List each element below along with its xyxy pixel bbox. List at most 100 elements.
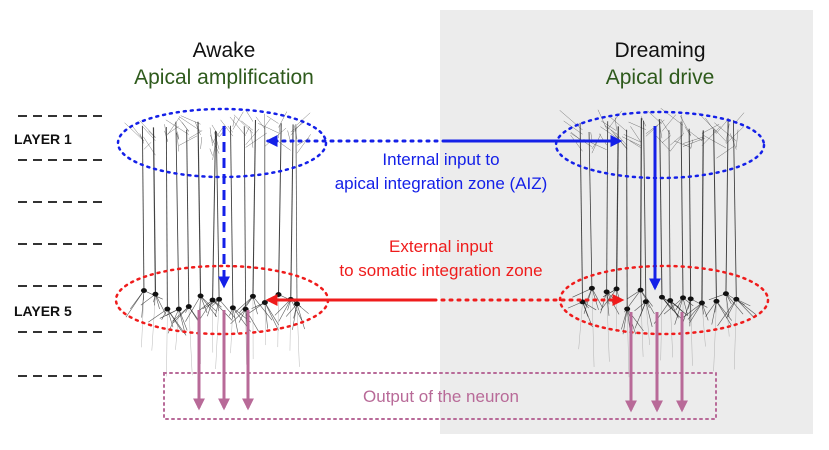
neuron-basal [296,303,305,330]
neuron-basal [701,302,709,321]
neuron-tuft [245,128,260,145]
neuron-tuft [176,133,180,152]
neuron-trunk [141,125,145,291]
neuron-tuft [629,140,641,148]
neuron-tuft [212,144,216,161]
neuron-basal [645,301,653,327]
neuron-basal [584,288,593,306]
neuron-tuft [674,140,691,148]
neuron-basal [212,299,233,321]
neuron-basal [178,308,186,335]
neuron-axon [713,301,717,372]
neuron-trunk [212,130,217,301]
neuron-soma [216,296,223,302]
neuron-basal [639,301,647,317]
neuron-tuft [264,127,287,147]
neuron-axon [230,307,234,354]
neuron-basal [736,299,755,319]
neuron-axon [141,290,145,348]
neuron-tuft [139,120,156,138]
neuron-tuft [165,119,189,135]
neuron-tuft [220,119,234,137]
neuron-tuft [701,126,721,146]
neuron-tuft [294,125,298,140]
neuron-soma [722,291,729,297]
neuron-trunk [186,129,190,307]
neuron-tuft [178,135,198,146]
neuron-soma [624,306,631,312]
neuron-basal [622,308,628,335]
neuron-basal [167,308,183,332]
neuron-basal [674,297,684,325]
neuron-trunk [230,125,234,308]
neuron-soma [197,293,204,299]
neuron-tuft [272,137,291,151]
neuron-basal [687,302,703,320]
neuron-tuft [181,122,189,132]
neuron-basal [682,297,689,316]
neuron-tuft [143,136,156,156]
neuron-basal [207,299,213,317]
neuron-axon [660,297,663,361]
neuron-cluster-dreaming [559,108,757,378]
neuron-tuft [264,113,266,127]
neuron-soma [164,306,171,312]
neuron-trunk [606,121,609,292]
neuron-tuft [714,122,737,142]
neuron-tuft [264,118,271,127]
neuron-basal [125,290,145,318]
neuron-tuft [212,125,225,143]
neuron-trunk [152,127,157,295]
neuron-soma [261,300,268,305]
neuron-basal [198,299,213,322]
neuron-tuft [729,133,737,150]
neuron-axon [188,306,193,376]
neuron-soma [249,293,256,299]
neuron-tuft [716,146,735,159]
neuron-tuft [682,136,703,144]
neuron-basal [172,306,190,324]
neuron-basal [252,296,258,315]
neuron-tuft [258,123,279,134]
neuron-trunk [175,121,180,310]
layer-guides [18,115,104,377]
output-label: Output of the neuron [363,387,519,406]
neuron-trunk [615,126,619,289]
neuron-tuft [143,142,152,150]
neuron-tuft [209,134,220,154]
neuron-cluster-awake [124,110,311,377]
neuron-tuft [227,125,234,133]
neuron-tuft [669,134,683,152]
neuron-basal [155,294,160,310]
neuron-axon [578,301,583,350]
neuron-tuft [713,127,727,142]
neuron-basal [278,299,292,322]
neuron-tuft [690,139,693,150]
neuron-tuft [591,141,598,150]
neuron-basal [234,296,254,313]
neuron-basal [218,299,236,319]
neuron-tuft [245,110,254,122]
neuron-basal [232,307,239,334]
neuron-basal [708,293,727,301]
neuron-trunk [579,122,584,302]
neuron-axon [626,308,630,378]
neuron-tuft [177,131,180,140]
neuron-tuft [591,133,602,154]
neuron-tuft [200,137,203,149]
neuron-soma [603,289,610,295]
neuron-basal [705,301,717,317]
neuron-axon [606,291,610,362]
neuron-tuft [233,114,254,134]
neuron-tuft [290,122,304,133]
neuron-basal [214,299,220,317]
neuron-basal [293,303,298,319]
external-input-label-line2: to somatic integration zone [339,261,542,280]
neuron-basal [621,308,628,330]
neuron-axon [690,298,693,366]
neuron-basal [716,301,732,321]
neuron-tuft [623,134,641,143]
neuron-tuft [701,131,704,141]
neuron-trunk [252,119,257,297]
neuron-tuft [736,129,739,148]
